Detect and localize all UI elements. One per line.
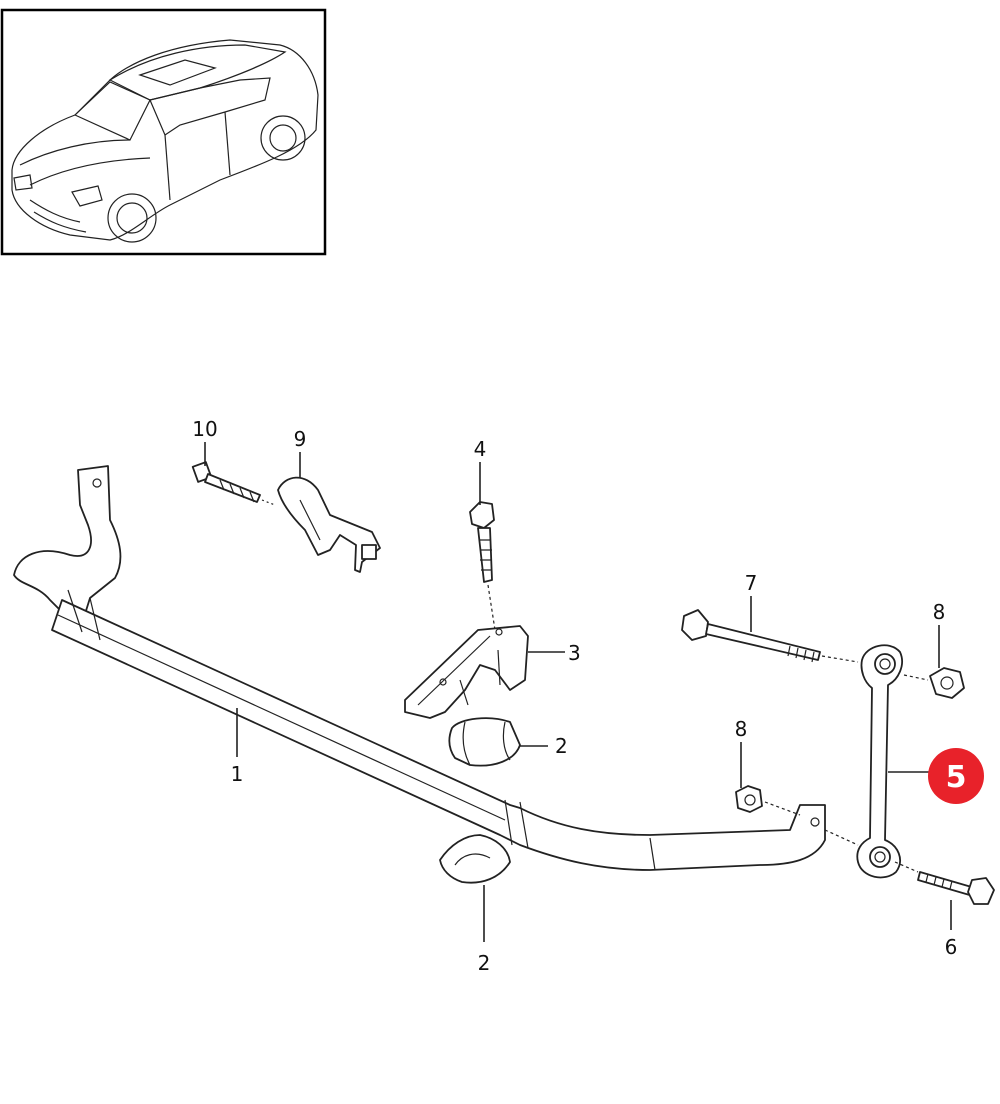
leader-lines [204, 442, 952, 942]
callout-8-upper: 8 [933, 600, 946, 624]
callout-4: 4 [474, 437, 487, 461]
suv-car-icon [11, 39, 319, 243]
callout-10: 10 [192, 417, 217, 441]
bolt-4 [469, 501, 496, 631]
nut-8-upper [903, 667, 965, 699]
nut-8-lower [735, 785, 859, 846]
vehicle-thumbnail [0, 8, 327, 256]
stabilizer-bar [13, 465, 826, 871]
bolt-10 [191, 461, 276, 506]
highlight-badge-circle [928, 748, 984, 804]
callout-9: 9 [294, 427, 307, 451]
coupling-link-5 [856, 644, 903, 879]
callout-3: 3 [568, 641, 581, 665]
bracket-9 [277, 476, 381, 573]
callout-7: 7 [745, 571, 758, 595]
bolt-7 [681, 609, 859, 663]
bearing-bracket-3 [404, 625, 529, 719]
highlight-badge-5[interactable]: 5 [928, 748, 984, 804]
highlight-badge-label: 5 [946, 760, 967, 795]
callout-2-upper: 2 [555, 734, 568, 758]
callout-6: 6 [945, 935, 958, 959]
callout-1: 1 [231, 762, 244, 786]
bushing-2-lower [439, 834, 511, 884]
bolt-6 [894, 861, 995, 905]
callout-8-lower: 8 [735, 717, 748, 741]
bushing-2-upper [448, 717, 521, 767]
callout-2-lower: 2 [478, 951, 491, 975]
callout-labels: 1 2 2 3 4 6 7 8 8 9 10 [192, 417, 957, 975]
